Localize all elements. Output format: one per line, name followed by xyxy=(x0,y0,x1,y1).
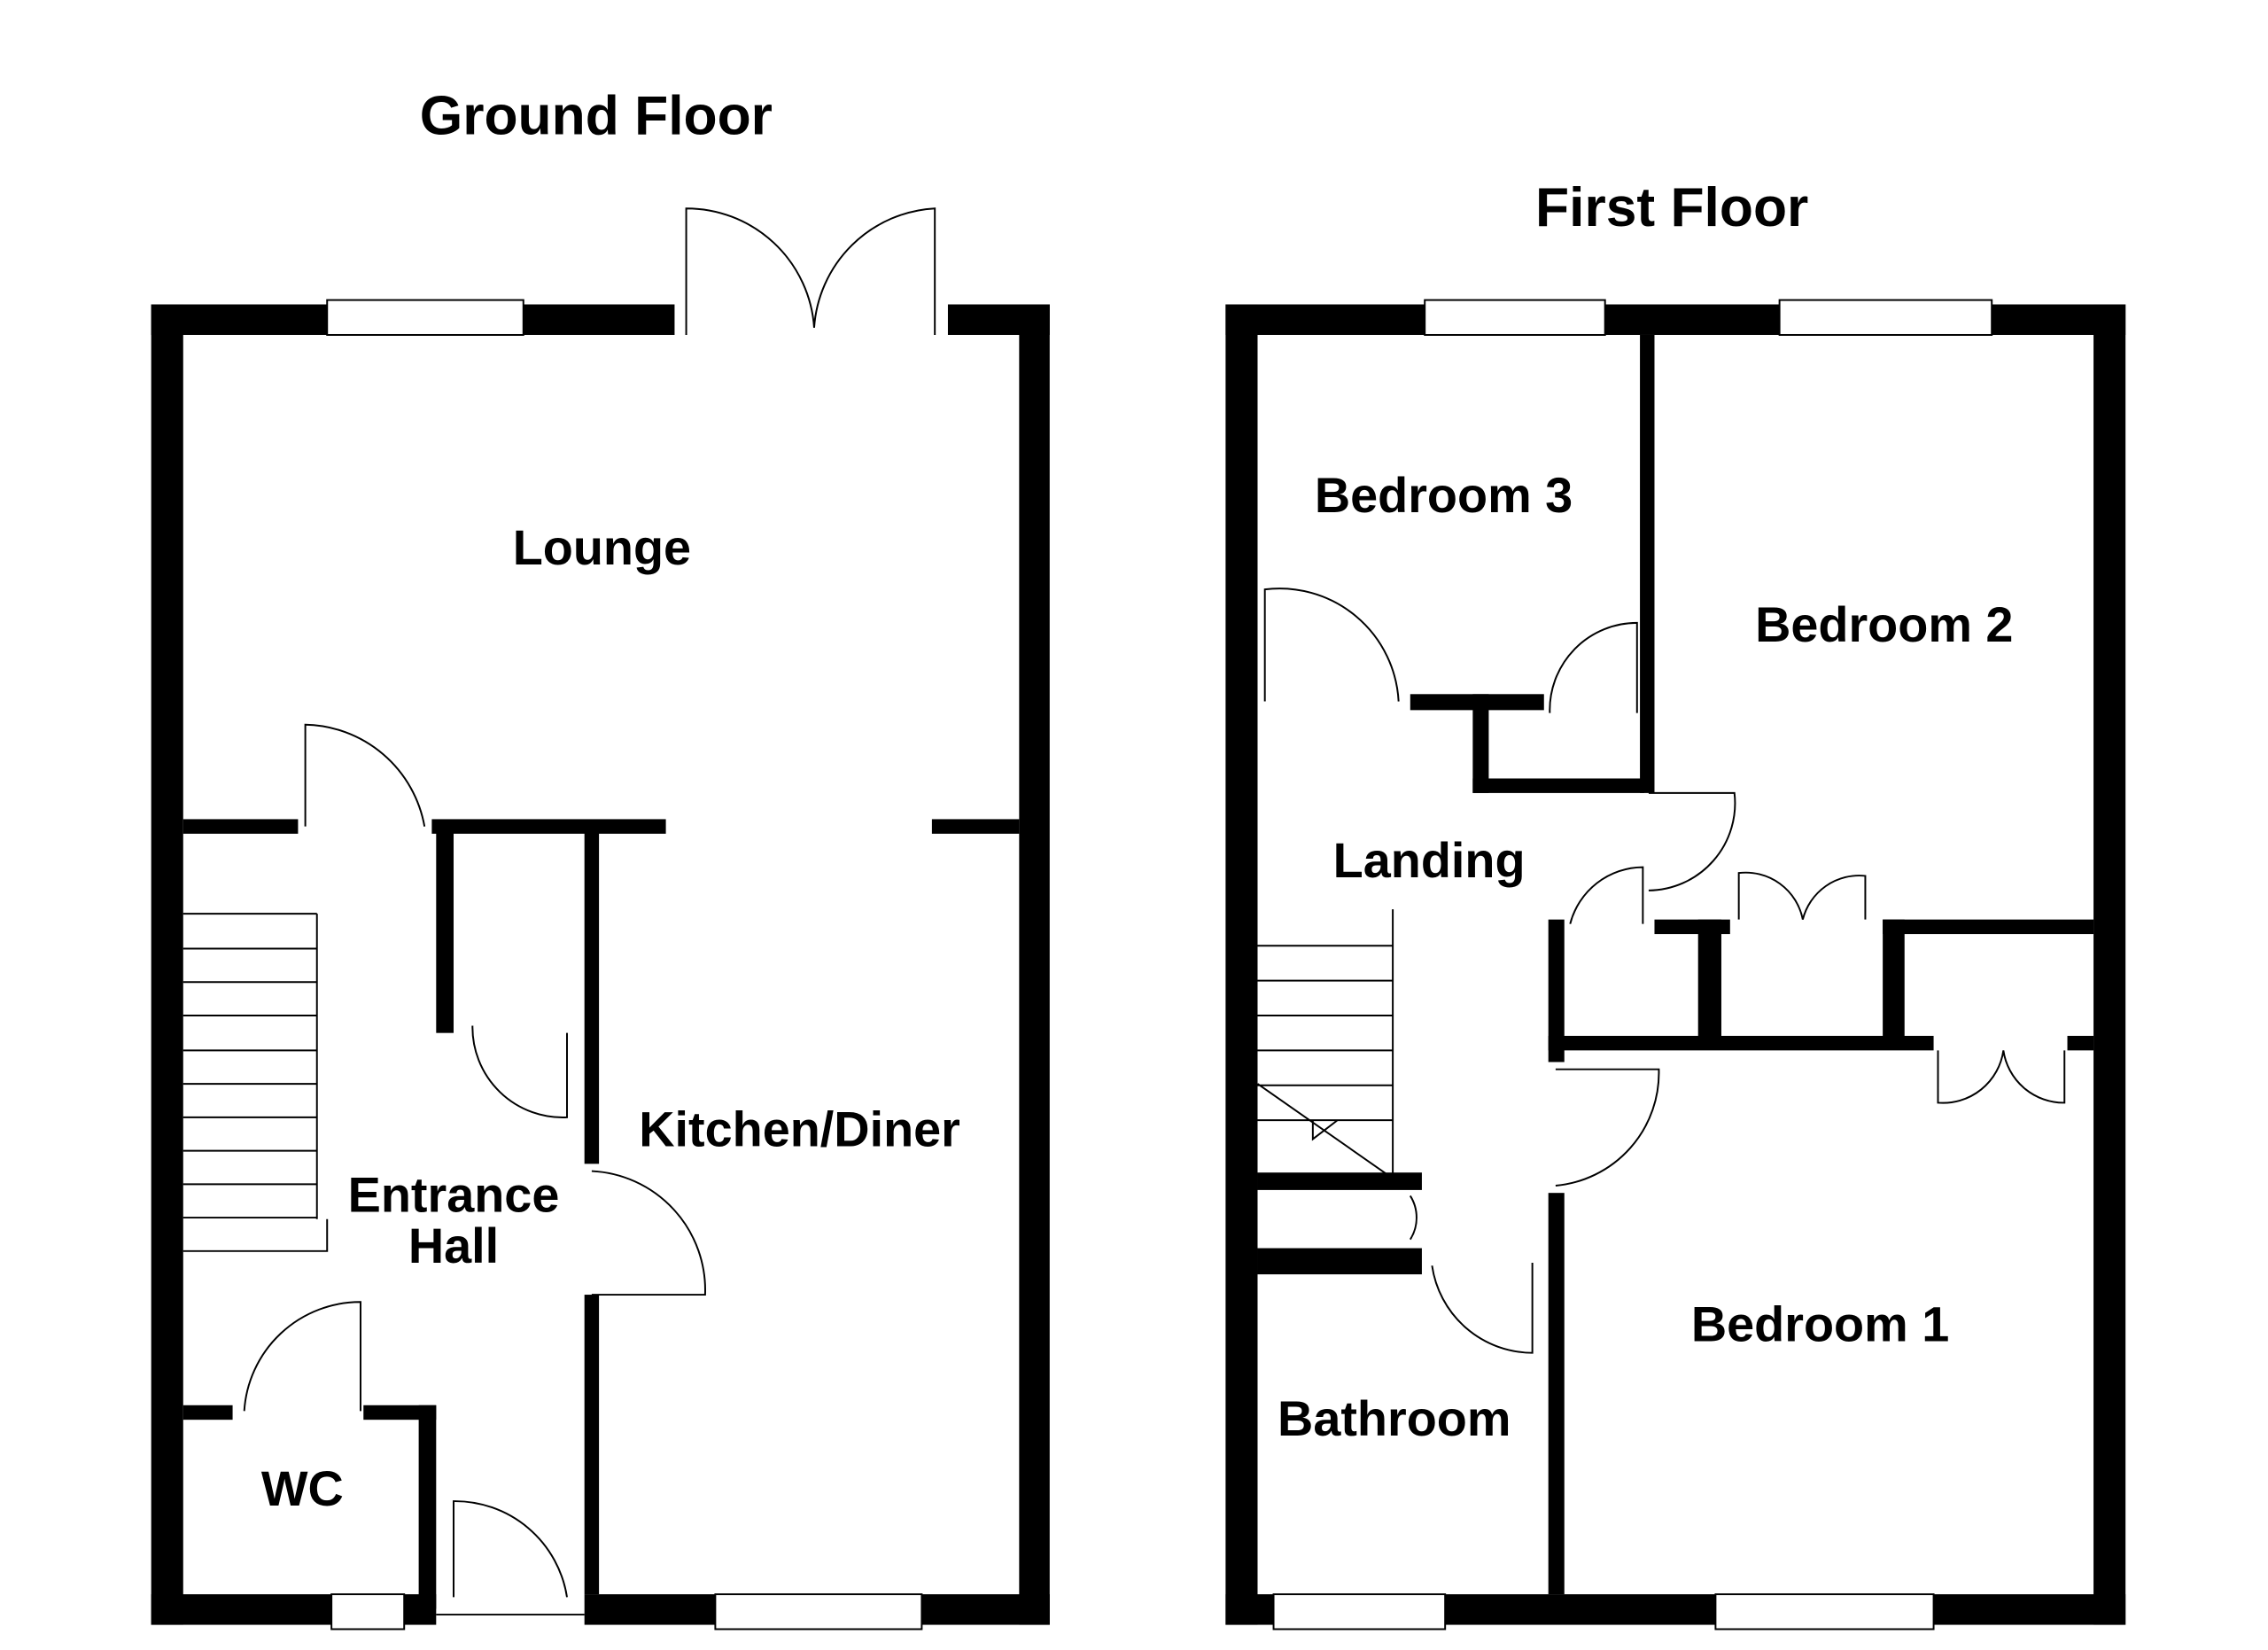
first-floor-walls xyxy=(1225,304,2126,1625)
front-door xyxy=(436,1500,585,1616)
room-label-bedroom2: Bedroom 2 xyxy=(1755,596,2013,652)
ground-floor-windows xyxy=(326,299,923,1631)
window xyxy=(714,1593,923,1631)
bedroom3-cupboard-door xyxy=(1549,621,1638,713)
room-label-bedroom3: Bedroom 3 xyxy=(1315,467,1573,523)
room-label-landing: Landing xyxy=(1333,832,1526,888)
bedroom1-wardrobe-doors xyxy=(1937,1050,2066,1104)
room-label-bedroom1: Bedroom 1 xyxy=(1691,1296,1949,1352)
ground-floor-title: Ground Floor xyxy=(420,86,773,147)
ground-floor-walls xyxy=(151,304,1050,1625)
wc-door xyxy=(243,1301,361,1412)
first-floor-title: First Floor xyxy=(1535,177,1808,238)
first-floor: First Floor xyxy=(1225,177,2126,1631)
french-doors xyxy=(685,207,936,335)
ground-floor-stairs xyxy=(183,913,329,1252)
bathroom-door xyxy=(1431,1262,1534,1354)
first-floor-doors xyxy=(1263,588,2066,1354)
bedroom1-door xyxy=(1555,1068,1660,1187)
ground-floor: Ground Floor xyxy=(151,86,1050,1631)
ground-floor-doors xyxy=(243,207,936,1616)
kitchen-door xyxy=(591,1170,706,1296)
window xyxy=(1714,1593,1935,1631)
window xyxy=(1272,1593,1447,1631)
wardrobe-doors xyxy=(1737,871,1867,920)
airing-cupboard-door xyxy=(1409,1195,1418,1241)
room-label-kitchen: Kitchen/Diner xyxy=(639,1101,960,1157)
landing-cupboard-door xyxy=(1569,866,1644,924)
room-label-wc: WC xyxy=(261,1460,344,1516)
window xyxy=(326,299,524,336)
room-label-entrance: Entrance xyxy=(348,1167,560,1223)
lounge-door xyxy=(304,723,426,827)
bedroom3-door xyxy=(1263,588,1400,702)
window xyxy=(1424,299,1606,336)
cupboard-door xyxy=(471,1025,568,1118)
room-label-lounge: Lounge xyxy=(513,519,691,575)
window xyxy=(1778,299,1993,336)
bedroom2-door xyxy=(1648,791,1736,891)
window xyxy=(330,1593,406,1631)
room-label-hall: Hall xyxy=(408,1218,499,1273)
room-label-bathroom: Bathroom xyxy=(1278,1390,1511,1446)
first-floor-windows xyxy=(1272,299,1993,1631)
first-floor-stairs xyxy=(1256,909,1394,1179)
